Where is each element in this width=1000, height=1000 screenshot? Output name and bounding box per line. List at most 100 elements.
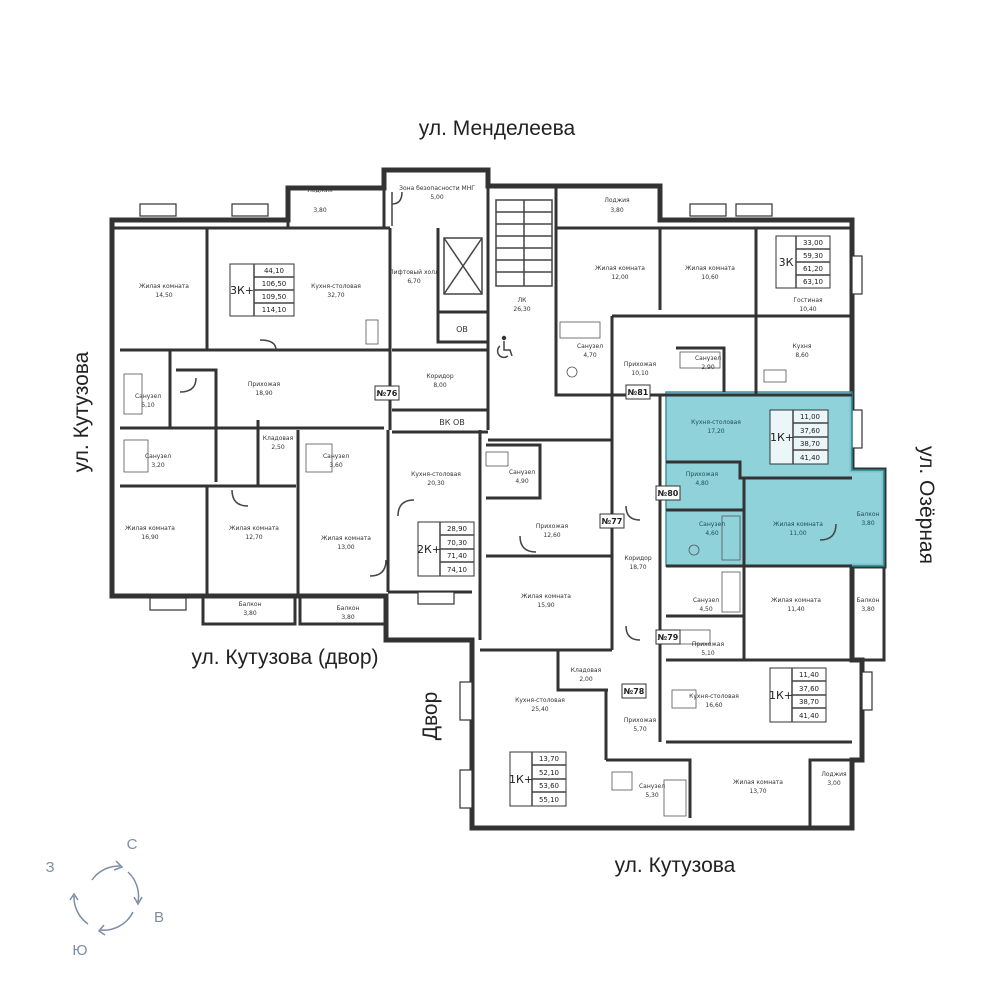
room-label-name: Жилая комната [733, 779, 783, 786]
street-courtyard-south: ул. Кутузова (двор) [191, 646, 378, 669]
service-label-vk-ob: ВК ОВ [439, 418, 465, 427]
unit-type: 1К+ [769, 689, 793, 702]
unit-type: 1К+ [509, 773, 533, 786]
room-label-name: Кухня-столовая [515, 697, 565, 704]
room-label-name: Санузел [135, 393, 161, 400]
room-label-name: Кухня [793, 343, 812, 350]
room-label-name: Кухня-столовая [311, 283, 361, 290]
room-label-name: ЛК [518, 297, 528, 304]
unit-value: 11,00 [800, 413, 820, 421]
room-label-area: 16,60 [705, 702, 722, 709]
unit-type: 2К+ [417, 543, 441, 556]
room-label-name: Жилая комната [773, 521, 823, 528]
room-label-name: Прихожая [536, 523, 569, 530]
room-label-name: Жилая комната [771, 597, 821, 604]
unit-value: 33,00 [803, 239, 823, 247]
room-label-area: 4,90 [515, 478, 529, 485]
fixtures [123, 191, 837, 817]
street-east: ул. Озёрная [915, 446, 938, 564]
room-label-area: 4,50 [699, 606, 713, 613]
apartment-number: №77 [602, 517, 623, 526]
unit-value: 41,40 [800, 454, 820, 462]
room-label-area: 13,00 [337, 544, 354, 551]
unit-card[interactable]: 3К 33,00 59,30 61,20 63,10 [775, 235, 831, 289]
room-label-name: Жилая комната [521, 593, 571, 600]
room-label-area: 5,30 [645, 792, 659, 799]
room-label-area: 3,80 [243, 610, 257, 617]
unit-value: 74,10 [447, 566, 467, 574]
unit-value: 11,40 [799, 671, 819, 679]
wheelchair-icon [496, 335, 513, 359]
room-label-name: Лоджия [821, 771, 847, 778]
unit-value: 106,50 [262, 280, 287, 288]
compass-west: З [45, 859, 54, 876]
unit-card[interactable]: 3К+ 44,10 106,50 109,50 114,10 [229, 263, 295, 317]
unit-value: 38,70 [800, 440, 820, 448]
unit-value: 71,40 [447, 552, 467, 560]
unit-value: 114,10 [262, 306, 287, 314]
room-label-name: Балкон [857, 597, 880, 604]
unit-value: 37,60 [799, 685, 819, 693]
unit-type: 3К [779, 256, 794, 269]
room-label-name: Коридор [426, 373, 453, 380]
compass-north: С [127, 836, 138, 853]
room-label-name: Прихожая [624, 361, 657, 368]
apartment-number: №79 [658, 633, 679, 642]
room-label-name: Кладовая [571, 667, 602, 674]
room-label-area: 4,60 [705, 530, 719, 537]
unit-value: 28,90 [447, 525, 467, 533]
room-label-area: 18,90 [255, 390, 272, 397]
room-label-name: Лоджия [307, 187, 333, 194]
room-label-area: 3,80 [341, 614, 355, 621]
room-label-area: 3,80 [313, 207, 327, 214]
room-label-name: Балкон [239, 601, 262, 608]
room-label-name: Зона безопасности МНГ [399, 185, 475, 192]
apartment-number: №76 [377, 389, 398, 398]
room-label-area: 4,70 [583, 352, 597, 359]
balconies [201, 564, 886, 830]
unit-value: 44,10 [264, 267, 284, 275]
compass-east: В [154, 909, 164, 926]
room-label-name: Кладовая [263, 435, 294, 442]
unit-value: 109,50 [262, 293, 287, 301]
compass: С В Ю З [45, 836, 164, 959]
street-west: ул. Кутузова [70, 351, 93, 472]
unit-card[interactable]: 2К+ 28,90 70,30 71,40 74,10 [417, 521, 475, 577]
room-label-name: Жилая комната [139, 283, 189, 290]
room-label-area: 10,60 [701, 274, 718, 281]
room-label-area: 17,20 [707, 428, 724, 435]
room-label-name: Кухня-столовая [411, 471, 461, 478]
room-label-name: Жилая комната [125, 525, 175, 532]
room-label-area: 3,80 [610, 207, 624, 214]
unit-value: 61,20 [803, 265, 823, 273]
unit-card[interactable]: 1К+ 11,40 37,60 38,70 41,40 [769, 667, 827, 723]
room-label-name: Кухня-столовая [691, 419, 741, 426]
room-label-name: Санузел [693, 597, 719, 604]
room-label-name: Лоджия [604, 197, 630, 204]
room-label-name: Санузел [145, 453, 171, 460]
room-label-area: 5,70 [633, 726, 647, 733]
apartment-tags: №76 №81 №80 №77 №79 №78 [374, 384, 681, 699]
room-label-area: 4,80 [695, 480, 709, 487]
unit-value: 41,40 [799, 712, 819, 720]
room-label-area: 5,00 [430, 194, 444, 201]
room-label-name: Лифтовый холл [389, 269, 439, 276]
room-label-area: 8,00 [433, 382, 447, 389]
unit-type: 3К+ [230, 284, 254, 297]
unit-card[interactable]: 1К+ 13,70 52,10 53,60 55,10 [509, 751, 567, 807]
room-label-name: Балкон [857, 511, 880, 518]
unit-card[interactable]: 1К+ 11,00 37,60 38,70 41,40 [769, 409, 829, 465]
room-label-area: 3,20 [151, 462, 165, 469]
room-label-area: 14,50 [155, 292, 172, 299]
room-label-name: Балкон [337, 605, 360, 612]
room-label-area: 25,40 [531, 706, 548, 713]
street-south: ул. Кутузова [615, 854, 736, 877]
unit-value: 70,30 [447, 539, 467, 547]
room-label-area: 26,30 [513, 306, 530, 313]
room-label-name: Санузел [695, 355, 721, 362]
room-label-area: 18,70 [629, 564, 646, 571]
room-label-area: 10,10 [631, 370, 648, 377]
room-label-name: Санузел [577, 343, 603, 350]
room-label-area: 15,90 [537, 602, 554, 609]
